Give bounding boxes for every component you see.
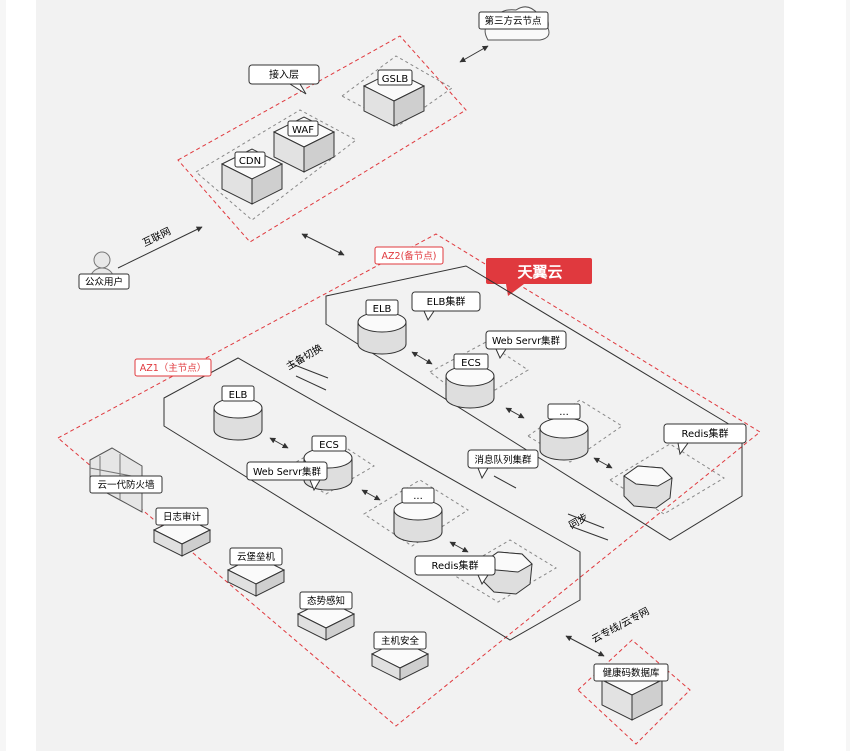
external-db-callout: 健康码数据库 — [593, 663, 669, 682]
az2-elb-label-box: ELB — [365, 299, 399, 316]
failover-label: 主备切换 — [284, 341, 325, 372]
log-audit-callout: 日志审计 — [155, 507, 209, 526]
log-audit-label: 日志审计 — [163, 511, 202, 523]
az2-elb-label: ELB — [373, 304, 392, 315]
internet-label: 互联网 — [141, 225, 173, 249]
az1-ecs-label: ECS — [319, 440, 339, 451]
third-party-label: 第三方云节点 — [484, 15, 542, 27]
az2-callout: AZ2(备节点) — [374, 246, 444, 265]
situation-label: 态势感知 — [307, 595, 345, 607]
az1-elb-to-ecs-arrow — [269, 437, 289, 449]
az1-redis-label: Redis集群 — [432, 559, 479, 572]
az1-redis-callout: Redis集群 — [414, 555, 496, 586]
right-margin — [846, 0, 850, 751]
az2-web-cluster-callout: Web Servr集群 — [485, 330, 567, 360]
bastion-label: 云堡垒机 — [237, 551, 276, 563]
third-party-arrow — [459, 45, 489, 63]
dedicated-line-arrow — [565, 635, 605, 657]
mq-cluster-label: 消息队列集群 — [474, 454, 532, 466]
access-layer-zone — [177, 35, 467, 243]
az1-redis-group — [451, 539, 557, 603]
az2-redis-group — [609, 443, 725, 515]
third-party-callout: 第三方云节点 — [478, 11, 549, 30]
az2-elb-node — [357, 311, 407, 355]
cdn-label: CDN — [239, 156, 261, 167]
sync-label: 同步 — [567, 511, 590, 531]
az2-ecs-to-app-arrow — [505, 407, 525, 419]
az2-web-cluster-label: Web Servr集群 — [492, 335, 561, 347]
az1-web-cluster-label: Web Servr集群 — [253, 466, 322, 478]
firewall-label: 云一代防火墙 — [97, 479, 155, 491]
gslb-label-box: GSLB — [377, 69, 413, 86]
az1-elb-label-box: ELB — [221, 385, 255, 402]
access-to-cloud-arrow — [301, 233, 345, 256]
az2-elb-cluster-callout: ELB集群 — [411, 291, 481, 322]
az1-web-cluster-callout: Web Servr集群 — [246, 461, 328, 492]
cdn-label-box: CDN — [234, 151, 266, 168]
dedicated-line-label: 云专线/云专网 — [589, 604, 651, 645]
az1-elb-label: ELB — [229, 390, 248, 401]
brand-label: 天翼云 — [517, 263, 562, 281]
az1-ellipsis-box: ... — [401, 487, 435, 504]
az2-ecs-label-box: ECS — [453, 353, 489, 370]
waf-label: WAF — [292, 125, 314, 136]
az2-redis-label: Redis集群 — [682, 427, 729, 440]
user-label: 公众用户 — [85, 276, 123, 288]
az1-ellipsis-label: ... — [413, 491, 423, 502]
az2-app-to-redis-arrow — [593, 457, 613, 469]
host-security-callout: 主机安全 — [373, 631, 427, 650]
az2-redis-callout: Redis集群 — [663, 423, 747, 456]
az2-ecs-label: ECS — [461, 358, 481, 369]
gslb-label: GSLB — [382, 74, 409, 85]
az2-label: AZ2(备节点) — [382, 250, 437, 262]
bastion-callout: 云堡垒机 — [229, 547, 283, 566]
az2-ecs-group — [429, 341, 529, 405]
az1-callout: AZ1（主节点） — [134, 358, 212, 377]
az1-elb-node — [213, 397, 263, 441]
failover-line-a — [291, 363, 329, 379]
az1-app-to-redis-arrow — [449, 541, 469, 553]
firewall-callout: 云一代防火墙 — [89, 475, 163, 494]
az2-ellipsis-label: ... — [559, 407, 569, 418]
az2-ellipsis-box: ... — [547, 403, 581, 420]
host-security-label: 主机安全 — [381, 635, 420, 647]
sync-line-a — [567, 513, 605, 529]
brand-callout: 天翼云 — [486, 258, 592, 296]
az2-ecs-node — [445, 365, 495, 409]
az2-zone — [325, 265, 743, 541]
az1-ecs-to-app-arrow — [361, 489, 381, 501]
failover-line-b — [295, 375, 327, 391]
cdn-waf-group — [195, 109, 357, 221]
az2-elb-to-ecs-arrow — [411, 351, 433, 365]
mq-cluster-callout: 消息队列集群 — [467, 449, 539, 480]
internet-arrow — [117, 226, 203, 269]
access-layer-label: 接入层 — [269, 68, 299, 81]
az1-app-group — [363, 479, 469, 547]
sync-line-b — [569, 525, 609, 541]
access-layer-callout: 接入层 — [248, 64, 320, 95]
az1-label: AZ1（主节点） — [140, 362, 207, 374]
waf-label-box: WAF — [287, 120, 319, 137]
external-db-label: 健康码数据库 — [602, 667, 660, 679]
user-callout: 公众用户 — [78, 273, 130, 290]
az2-elb-cluster-label: ELB集群 — [427, 295, 466, 308]
az2-app-node — [539, 417, 589, 461]
mq-line — [493, 475, 517, 489]
az2-redis-node — [623, 465, 673, 509]
external-db-zone — [577, 639, 691, 745]
left-margin — [0, 0, 6, 751]
az1-app-node — [393, 499, 443, 543]
az1-zone — [163, 357, 581, 641]
az1-ecs-label-box: ECS — [311, 435, 347, 452]
situation-callout: 态势感知 — [299, 591, 353, 610]
